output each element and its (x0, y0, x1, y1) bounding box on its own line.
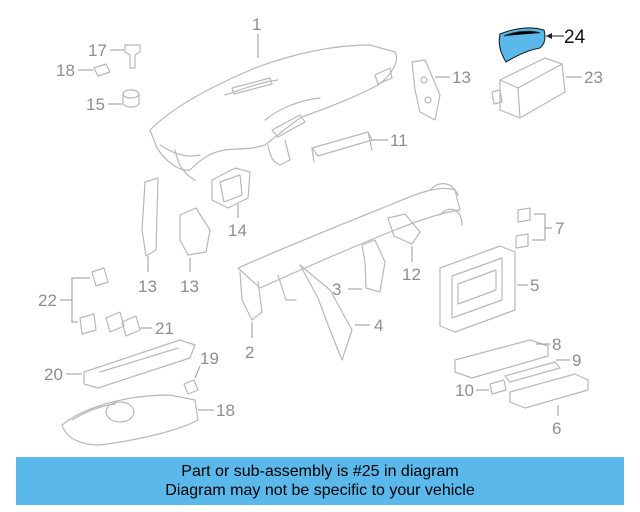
callout-7: 7 (555, 219, 564, 238)
part-8-panel (454, 339, 549, 379)
part-18-clip (93, 63, 111, 77)
part-7-clips (515, 207, 531, 249)
part-5-bezel (439, 245, 516, 333)
callout-14: 13 (138, 277, 157, 296)
callout-22: 21 (155, 319, 174, 338)
callout-6: 6 (552, 419, 561, 438)
part-25-highlighted (498, 27, 546, 63)
parts-diagram: 1 23 24 13 17 18 15 (38, 15, 603, 446)
callout-18: 18 (56, 61, 75, 80)
part-10-clip (489, 379, 507, 395)
callout-1: 1 (252, 15, 261, 34)
part-16-plug (122, 89, 140, 108)
part-6-tray (509, 373, 589, 409)
part-23-brackets (79, 267, 109, 335)
callout-13-upper: 13 (452, 68, 471, 87)
part-15-housing (211, 167, 251, 209)
caption-line-part: Part or sub-assembly is #25 in diagram (181, 463, 459, 480)
callout-9: 9 (572, 351, 581, 370)
part-info-banner: Part or sub-assembly is #25 in diagram D… (16, 457, 624, 505)
part-1-instrument-panel (149, 44, 398, 181)
callout-10: 10 (455, 381, 474, 400)
part-19-bolster (61, 394, 199, 446)
callout-21: 20 (44, 365, 63, 384)
leader-25-arrowhead (546, 33, 552, 39)
part-3-bracket (361, 239, 386, 293)
part-cross-beam (237, 183, 463, 361)
callout-8: 8 (552, 335, 561, 354)
part-21-lower-panel (83, 339, 196, 389)
callout-25: 24 (564, 27, 586, 48)
callout-23: 22 (38, 291, 57, 310)
part-9-strip (504, 361, 561, 383)
part-24-airbag-module (491, 57, 566, 119)
leader-20 (194, 365, 201, 379)
part-12-bracket (387, 213, 421, 245)
callout-16: 15 (86, 95, 105, 114)
callout-13-lower: 13 (180, 277, 199, 296)
part-22-connectors (105, 311, 141, 337)
callout-19: 18 (216, 401, 235, 420)
callout-5: 5 (530, 276, 539, 295)
callout-11: 11 (390, 131, 408, 150)
callout-12: 12 (402, 265, 421, 284)
callout-3: 3 (332, 280, 341, 299)
part-20-clip (183, 379, 199, 395)
callout-4: 4 (374, 316, 383, 335)
part-14-trim (141, 177, 159, 257)
leader-7 (532, 213, 552, 241)
part-17-clip (124, 44, 141, 69)
leader-23 (60, 277, 90, 323)
callout-17: 17 (88, 41, 107, 60)
callout-20: 19 (200, 349, 219, 368)
part-13-lower-panel (179, 207, 211, 256)
callout-24: 23 (584, 68, 603, 87)
part-13-upper-bracket (411, 59, 441, 121)
part-11-bracket (311, 131, 373, 163)
callout-2: 2 (245, 343, 254, 362)
caption-line-disclaimer: Diagram may not be specific to your vehi… (165, 482, 475, 499)
callout-15: 14 (228, 221, 247, 240)
